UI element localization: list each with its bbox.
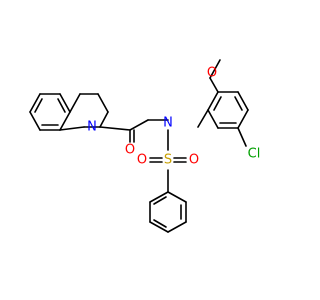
atom-labels: N O N O Cl S O O	[87, 66, 260, 168]
bond	[69, 93, 81, 113]
bond	[59, 126, 85, 131]
atom-o-sulfonyl-right: O	[189, 153, 199, 168]
molecule-structure: N O N O Cl S O O	[29, 59, 260, 233]
bond	[129, 119, 149, 131]
atom-o-sulfonyl-left: O	[137, 153, 147, 168]
bond	[197, 109, 209, 128]
atom-s-sulfonyl: S	[164, 153, 172, 168]
bond	[59, 93, 71, 113]
bond-inner	[213, 96, 222, 111]
bond	[99, 126, 131, 131]
bond	[209, 77, 219, 93]
bond	[97, 93, 109, 113]
bond	[167, 221, 187, 233]
bond-inner	[153, 196, 167, 205]
bond-inner	[234, 96, 243, 111]
bond	[237, 127, 247, 147]
bond	[149, 191, 169, 203]
atom-n-sulfonamide: N	[163, 116, 173, 131]
bond	[29, 93, 41, 113]
bond	[209, 59, 221, 79]
bond	[207, 109, 219, 129]
bonds	[29, 59, 249, 233]
atom-cl: Cl	[248, 147, 261, 162]
bond	[59, 111, 71, 131]
bond-inner	[57, 98, 66, 113]
bond	[29, 111, 41, 131]
atom-n-ring: N	[87, 120, 97, 135]
bond	[237, 91, 249, 111]
bond	[167, 191, 187, 203]
atom-o-methoxy: O	[207, 66, 217, 81]
atom-o-carbonyl: O	[125, 143, 135, 158]
bond-inner	[153, 219, 167, 228]
bond	[207, 91, 219, 111]
bond-inner	[34, 98, 43, 113]
bond	[149, 221, 169, 233]
bond	[237, 109, 249, 129]
bond	[99, 111, 109, 128]
